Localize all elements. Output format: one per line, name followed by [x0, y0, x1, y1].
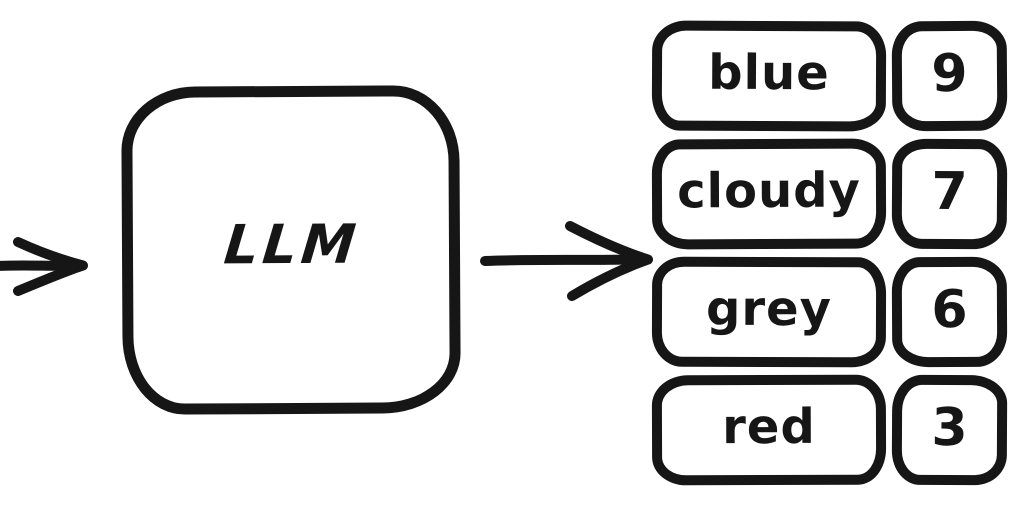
token-word: blue: [708, 44, 830, 102]
token-score: 7: [931, 161, 968, 223]
token-row: grey 6: [651, 256, 1008, 368]
token-word-box: blue: [651, 20, 887, 132]
token-word-box: cloudy: [651, 138, 887, 250]
token-row: red 3: [651, 374, 1008, 486]
token-word: cloudy: [677, 162, 861, 220]
token-score-box: 7: [891, 138, 1008, 250]
token-score: 3: [931, 397, 968, 459]
token-word-box: grey: [651, 256, 887, 368]
llm-box: LLM: [121, 85, 461, 415]
token-row: blue 9: [651, 20, 1008, 132]
token-word: red: [722, 398, 816, 456]
token-score: 6: [931, 279, 968, 341]
token-score-box: 9: [891, 20, 1008, 132]
token-score-box: 6: [891, 256, 1008, 368]
token-list: blue 9 cloudy 7 grey 6 red: [651, 20, 1008, 486]
token-word: grey: [705, 280, 833, 338]
token-word-box: red: [651, 374, 887, 486]
llm-label: LLM: [221, 212, 363, 276]
token-score: 9: [931, 43, 968, 105]
token-score-box: 3: [891, 374, 1008, 486]
output-arrow-icon: [480, 221, 653, 301]
token-row: cloudy 7: [651, 138, 1008, 250]
input-arrow-icon: [0, 237, 88, 296]
